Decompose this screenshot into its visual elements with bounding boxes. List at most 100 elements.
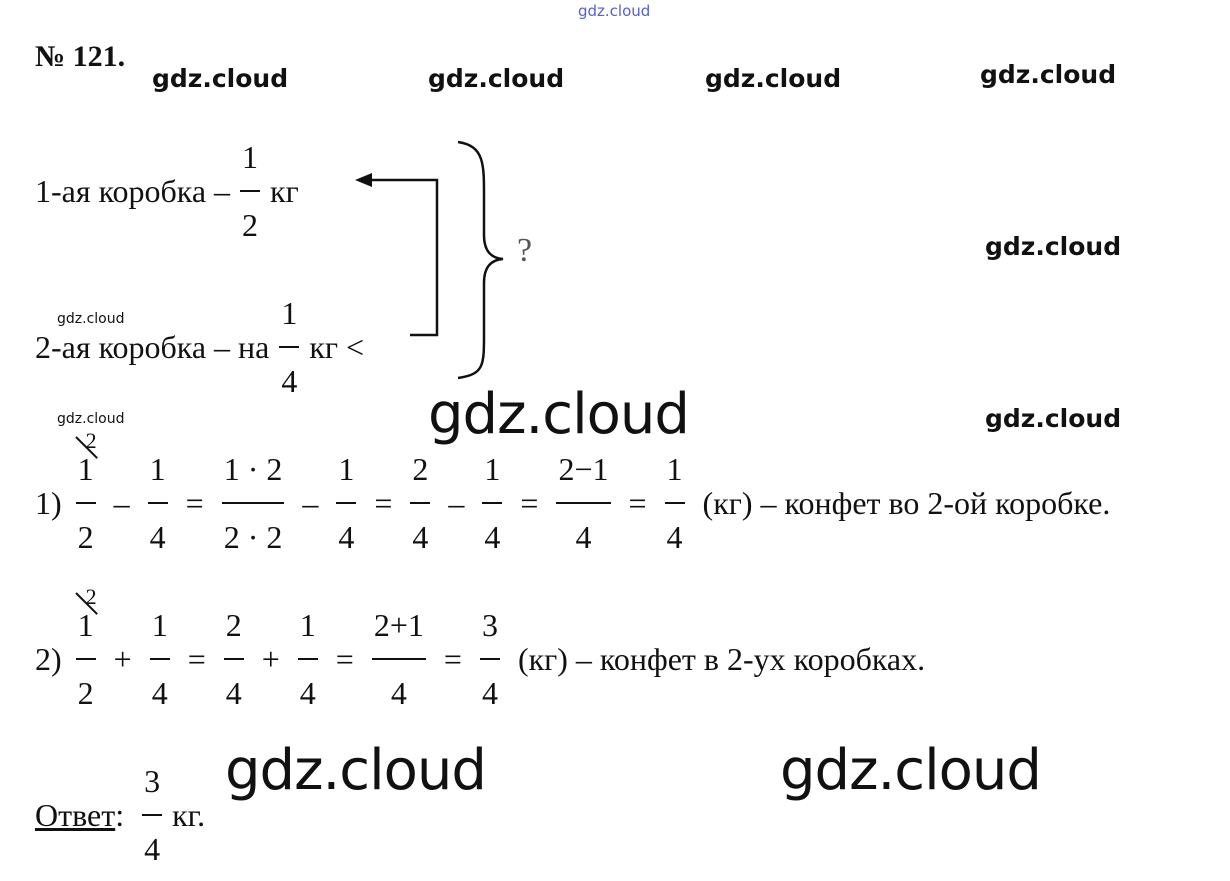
operator: + [113,640,132,677]
denominator: 2 [77,675,94,711]
watermark: gdz.cloud [578,2,651,20]
fraction-bar [221,502,285,504]
fraction-bar [479,658,500,660]
operator: = [187,640,206,677]
fraction: 1 · 2 2 · 2 [221,450,285,556]
operator: = [520,484,539,521]
fraction-bar [142,814,163,816]
condition-box1: 1-ая коробка – 1 2 кг [35,138,305,244]
operator: = [443,640,462,677]
operator: + [261,640,280,677]
denominator: 4 [338,519,355,555]
numerator: 2−1 [558,451,609,487]
curly-brace-icon [457,140,504,380]
fraction-bar [223,658,244,660]
numerator: 1 [77,607,94,643]
operator: = [185,484,204,521]
numerator: 2 [225,607,242,643]
denominator: 2 [242,207,259,243]
watermark: gdz.cloud [705,64,842,93]
watermark: gdz.cloud [780,738,1042,803]
condition-box2: 2-ая коробка – на 1 4 кг < [35,294,370,400]
fraction-bar [75,502,96,504]
watermark: gdz.cloud [980,60,1117,89]
denominator: 4 [149,519,166,555]
step-result-text: (кг) – конфет в 2-ух коробках. [517,640,926,677]
answer-unit: кг. [172,796,206,833]
denominator: 4 [484,519,501,555]
numerator: 3 [481,607,498,643]
numerator: 1 [281,295,298,331]
numerator: 1 [242,139,259,175]
watermark: gdz.cloud [57,411,125,427]
denominator: 4 [299,675,316,711]
operator: = [628,484,647,521]
watermark: gdz.cloud [225,738,487,803]
fraction-bar [75,658,96,660]
numerator: 1 · 2 [223,451,283,487]
numerator: 1 [151,607,168,643]
fraction-bar [240,190,261,192]
extra-factor: 2 [85,584,97,609]
fraction-bar [664,502,685,504]
watermark: gdz.cloud [985,232,1122,261]
answer-fraction: 3 4 [142,762,163,868]
denominator: 4 [225,675,242,711]
denominator: 4 [390,675,407,711]
arrowhead-icon [355,173,372,187]
step-label: 1) [35,484,62,521]
answer: Ответ : 3 4 кг. [35,762,211,868]
numerator: 1 [484,451,501,487]
operator: = [374,484,393,521]
box1-unit: кг [270,172,299,209]
numerator: 2+1 [373,607,424,643]
operator: – [302,484,319,521]
fraction-bar [410,502,431,504]
denominator: 4 [281,363,298,399]
denominator: 4 [412,519,429,555]
denominator: 4 [666,519,683,555]
answer-label: Ответ [35,796,116,833]
fraction-bar [336,502,357,504]
question-mark: ? [517,232,533,269]
step-label: 2) [35,640,62,677]
numerator: 1 [338,451,355,487]
step-result-text: (кг) – конфет во 2-ой коробке. [702,484,1111,521]
numerator: 1 [77,451,94,487]
denominator: 2 · 2 [223,519,283,555]
numerator: 1 [149,451,166,487]
watermark: gdz.cloud [57,311,125,327]
watermark: gdz.cloud [428,64,565,93]
box1-fraction: 1 2 [240,138,261,244]
fraction-bar [279,346,300,348]
box2-fraction: 1 4 [279,294,300,400]
numerator: 1 [666,451,683,487]
watermark: gdz.cloud [428,382,690,447]
numerator: 3 [144,763,161,799]
operator: – [448,484,465,521]
watermark: gdz.cloud [985,404,1122,433]
operator: = [335,640,354,677]
box1-label: 1-ая коробка – [35,172,231,209]
operator: – [113,484,130,521]
fraction-bar [147,502,168,504]
answer-colon: : [115,796,125,833]
denominator: 4 [151,675,168,711]
problem-number: № 121. [35,40,126,73]
fraction: 2+1 4 [371,606,426,712]
